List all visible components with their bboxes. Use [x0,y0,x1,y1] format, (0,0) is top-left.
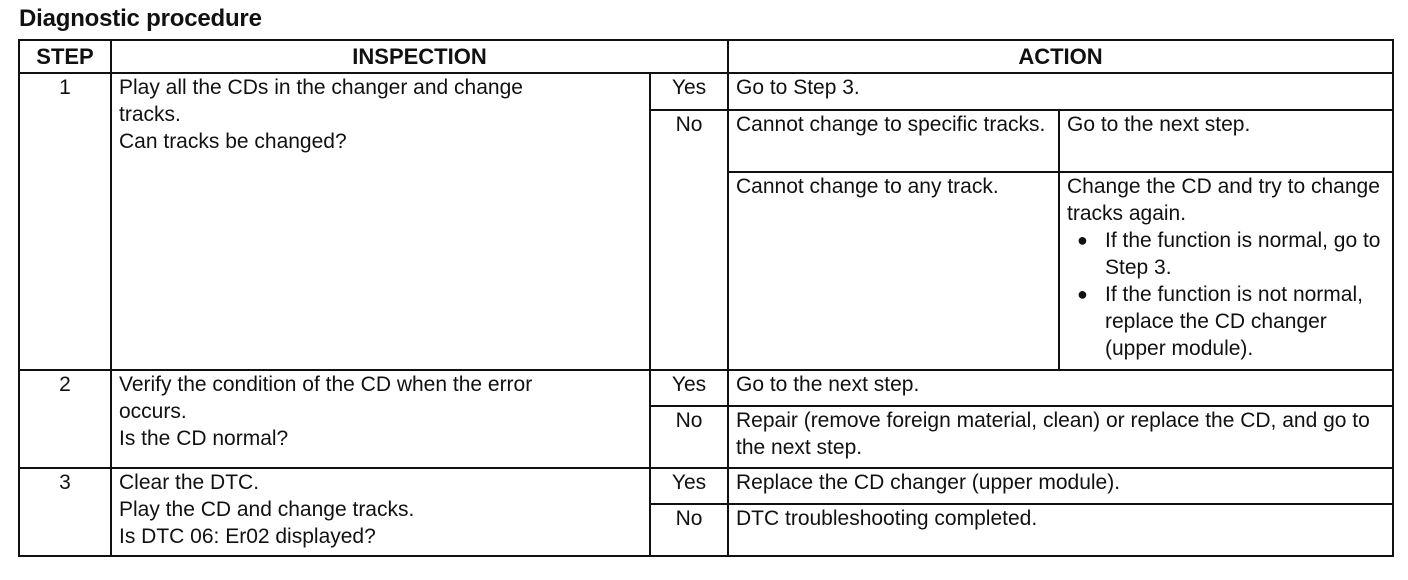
table-row: Cannot change to any track. Change the C… [19,171,1395,371]
yes-action: Go to Step 3. [726,72,1395,111]
list-item: ● If the function is not normal, replace … [1067,281,1385,362]
header-row: STEP INSPECTION ACTION [18,39,1395,74]
header-inspection: INSPECTION [110,39,729,74]
step-number: 2 [18,369,112,469]
bullet-icon: ● [1077,230,1088,250]
table-row: No DTC troubleshooting completed. [19,503,1395,557]
bullet-text: If the function is not normal, replace t… [1105,283,1363,360]
yes-label: Yes [649,72,729,111]
table-row: No Repair (remove foreign material, clea… [19,405,1395,469]
list-item: ● If the function is normal, go to Step 3… [1067,227,1385,281]
no-label: No [649,405,729,469]
inspection-line: Verify the condition of the CD when the … [119,373,533,396]
page-title: Diagnostic procedure [19,5,262,32]
inspection-line: Can tracks be changed? [119,130,347,153]
inspection-line: Play the CD and change tracks. [119,498,415,521]
header-step: STEP [18,39,112,74]
no-label: No [649,109,729,371]
yes-action: Go to the next step. [726,369,1395,407]
no-label: No [649,503,729,557]
no-action: DTC troubleshooting completed. [726,503,1395,557]
header-action: ACTION [726,39,1395,74]
step-number: 1 [18,72,112,371]
inspection-line: Play all the CDs in the changer and chan… [119,76,523,99]
inspection-line: Is the CD normal? [119,427,289,450]
no-action: Repair (remove foreign material, clean) … [726,405,1395,469]
table-row: 1 Play all the CDs in the changer and ch… [18,72,1395,371]
action-bullet-list: ● If the function is normal, go to Step 3… [1067,227,1385,362]
no-condition: Cannot change to specific tracks. [727,109,1060,173]
inspection-line: tracks. [119,103,181,126]
inspection-cell: Verify the condition of the CD when the … [110,369,651,469]
inspection-cell: Play all the CDs in the changer and chan… [110,72,651,371]
bullet-icon: ● [1077,284,1088,304]
table-row: 3 Clear the DTC. Play the CD and change … [18,467,1395,557]
inspection-cell: Clear the DTC. Play the CD and change tr… [110,467,651,557]
yes-label: Yes [649,369,729,407]
yes-action: Replace the CD changer (upper module). [726,467,1395,505]
no-action: Change the CD and try to change tracks a… [1057,171,1395,371]
yes-label: Yes [649,467,729,505]
step-number: 3 [18,467,112,557]
table-row: No Cannot change to specific tracks. Go … [19,109,1395,371]
no-condition: Cannot change to any track. [727,171,1060,371]
table-row: 2 Verify the condition of the CD when th… [18,369,1395,469]
inspection-line: occurs. [119,400,187,423]
bullet-text: If the function is normal, go to Step 3. [1105,229,1381,279]
no-action-text: Change the CD and try to change tracks a… [1067,175,1380,225]
no-action: Go to the next step. [1057,109,1395,173]
inspection-line: Is DTC 06: Er02 displayed? [119,525,376,548]
diagnostic-table: STEP INSPECTION ACTION 1 Play all the CD… [18,39,1395,557]
inspection-line: Clear the DTC. [119,471,260,494]
